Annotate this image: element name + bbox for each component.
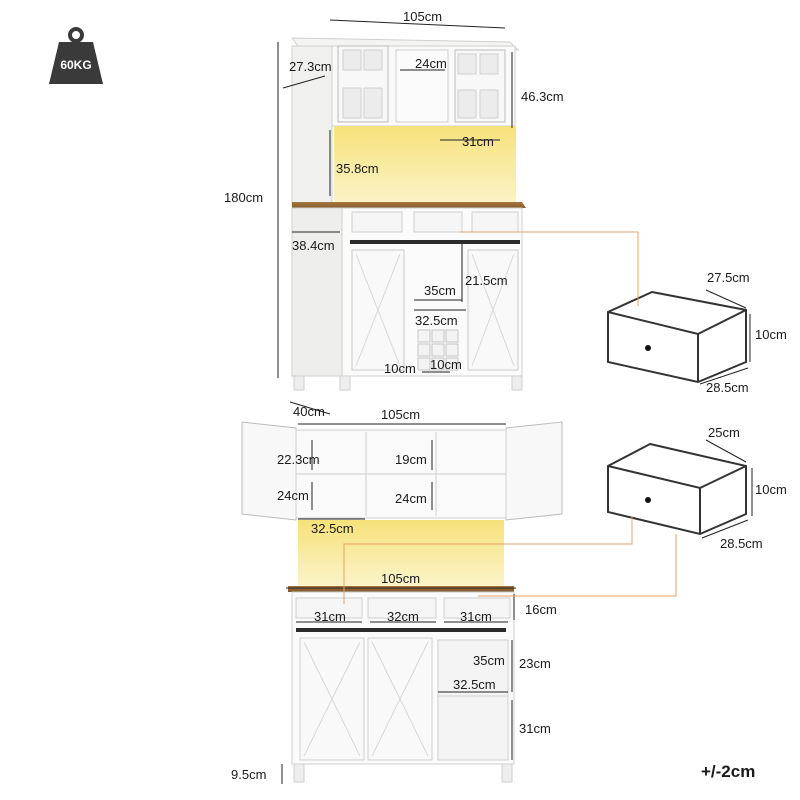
weight-badge: 60KG	[49, 26, 103, 84]
label-front-light-shelf-width: 32.5cm	[311, 521, 354, 536]
label-upper-center-height: 19cm	[395, 452, 427, 467]
drawer-large-illustration	[607, 290, 747, 384]
label-base-depth: 38.4cm	[292, 238, 335, 253]
label-top-width: 105cm	[403, 9, 443, 24]
front-cabinet	[241, 421, 563, 783]
label-hutch-height: 46.3cm	[521, 89, 564, 104]
label-wine-section-height: 21.5cm	[465, 273, 508, 288]
label-front-hutch-width: 105cm	[381, 407, 421, 422]
label-drawer-large-width: 28.5cm	[706, 380, 749, 395]
label-open-shelf-width: 32.5cm	[453, 677, 496, 692]
weight-icon	[49, 27, 103, 84]
label-drawer-small-height: 10cm	[755, 482, 787, 497]
label-light-area-height: 35.8cm	[336, 161, 379, 176]
label-wine-cell-height: 10cm	[430, 357, 462, 372]
label-bottom-shelf-height: 31cm	[519, 721, 551, 736]
label-drawer-height: 16cm	[525, 602, 557, 617]
label-total-height: 180cm	[224, 190, 264, 205]
weight-badge-text: 60KG	[60, 58, 92, 72]
label-upper-left-height: 22.3cm	[277, 452, 320, 467]
label-drawer-left-width: 31cm	[314, 609, 346, 624]
label-hutch-depth: 27.3cm	[289, 59, 332, 74]
label-drawer-center-width: 32cm	[387, 609, 419, 624]
label-lower-left-height: 24cm	[277, 488, 309, 503]
label-open-shelf-height: 23cm	[519, 656, 551, 671]
label-wine-cell-width: 10cm	[384, 361, 416, 376]
label-drawer-large-height: 10cm	[755, 327, 787, 342]
drawer-small-illustration	[607, 442, 747, 536]
label-wine-section-width: 35cm	[424, 283, 456, 298]
label-countertop-width: 105cm	[381, 571, 421, 586]
label-drawer-large-depth: 27.5cm	[707, 270, 750, 285]
label-drawer-small-width: 28.5cm	[720, 536, 763, 551]
callout-lines	[343, 231, 677, 604]
label-open-shelf-depth: 35cm	[473, 653, 505, 668]
tolerance-note: +/-2cm	[701, 762, 756, 781]
label-hutch-center-width: 24cm	[415, 56, 447, 71]
label-drawer-small-depth: 25cm	[708, 425, 740, 440]
label-lower-center-height: 24cm	[395, 491, 427, 506]
top-cabinet	[290, 37, 526, 391]
label-light-shelf-width: 31cm	[462, 134, 494, 149]
label-foot-depth: 40cm	[293, 404, 325, 419]
dimension-lines	[277, 19, 753, 784]
label-foot-height: 9.5cm	[231, 767, 267, 782]
label-wine-inner-width: 32.5cm	[415, 313, 458, 328]
label-drawer-right-width: 31cm	[460, 609, 492, 624]
